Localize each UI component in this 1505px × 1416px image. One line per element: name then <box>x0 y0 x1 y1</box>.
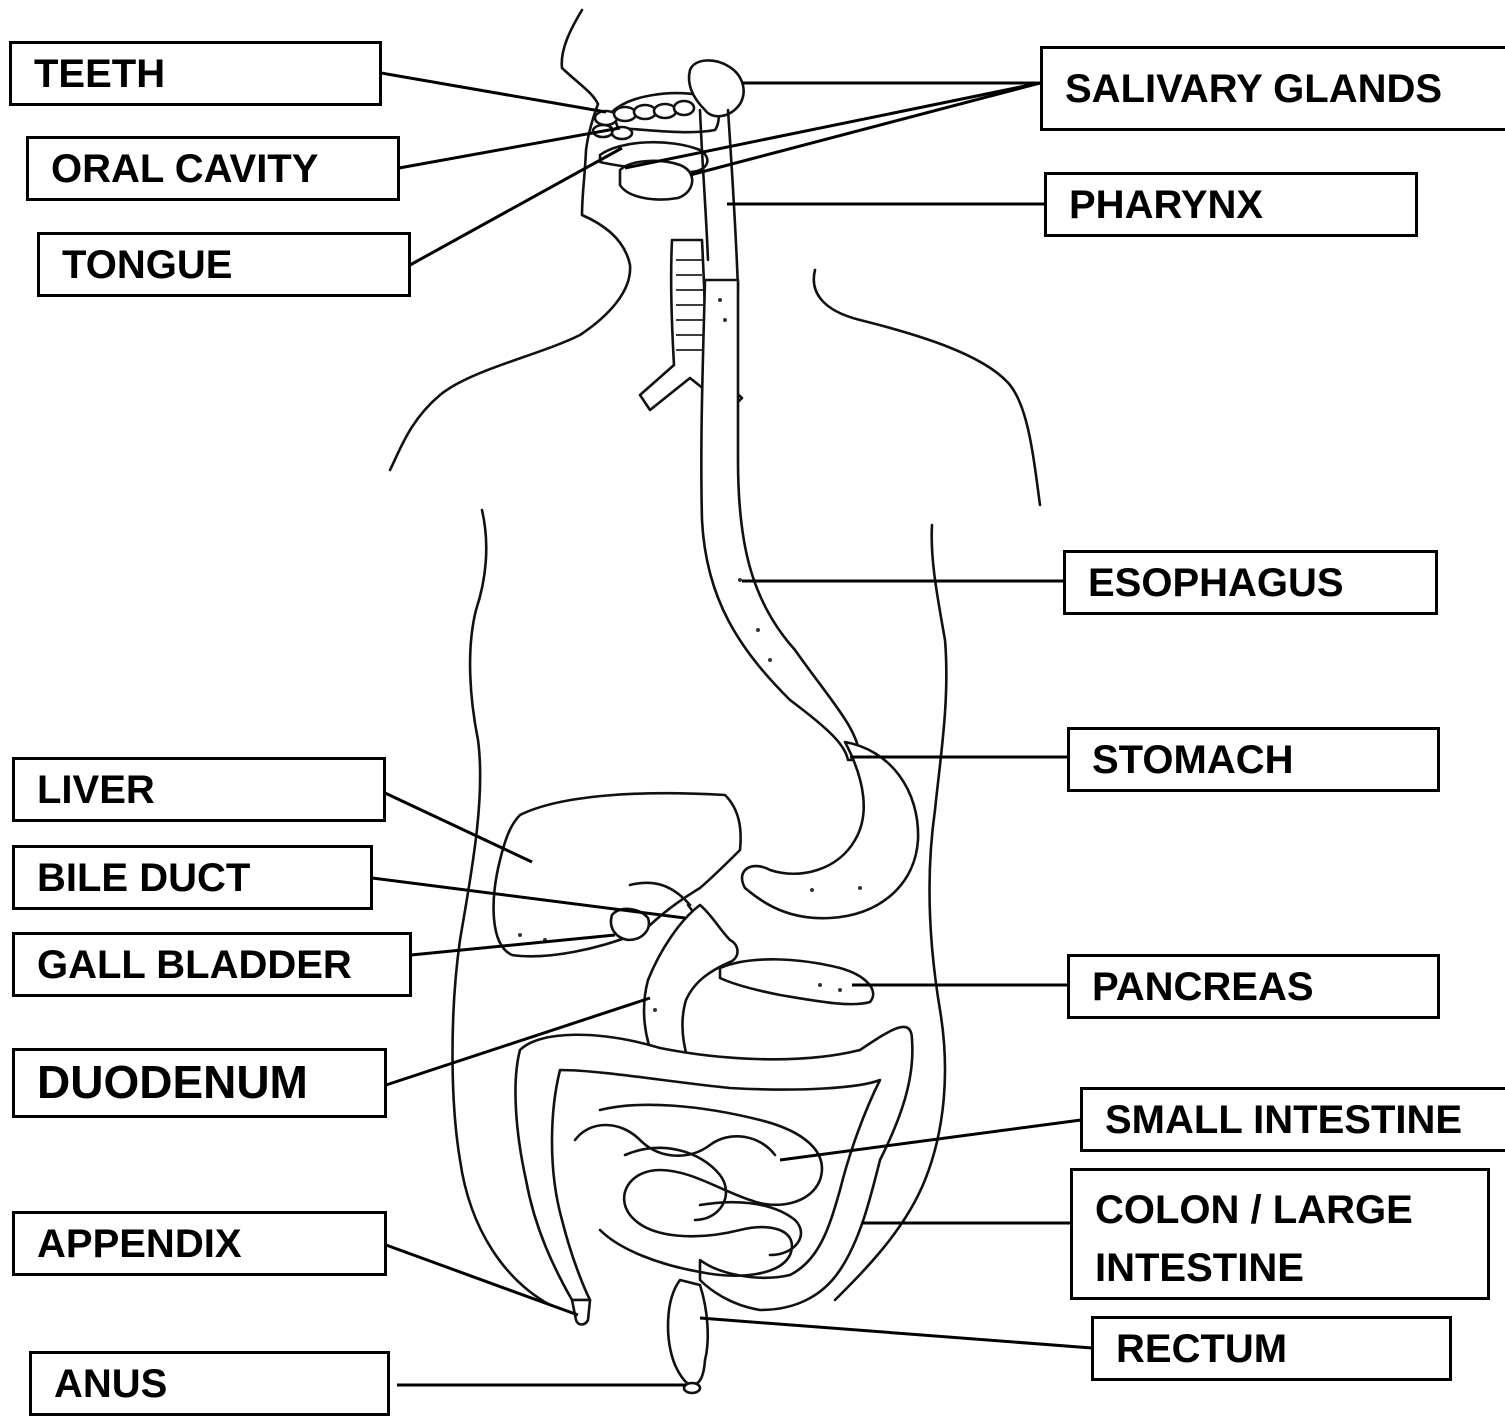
leader-tongue <box>410 148 622 265</box>
label-colon-large-intestine: COLON / LARGE INTESTINE <box>1070 1168 1490 1300</box>
label-liver: LIVER <box>12 757 386 822</box>
label-anus: ANUS <box>29 1351 390 1416</box>
label-colon-line1: COLON / LARGE <box>1095 1181 1413 1239</box>
label-esophagus: ESOPHAGUS <box>1063 550 1438 615</box>
pancreas-shape <box>720 959 873 1004</box>
label-pharynx: PHARYNX <box>1044 172 1418 237</box>
label-small-intestine: SMALL INTESTINE <box>1080 1087 1505 1152</box>
rectum-shape <box>668 1280 708 1385</box>
label-pancreas: PANCREAS <box>1067 954 1440 1019</box>
label-stomach: STOMACH <box>1067 727 1440 792</box>
small-intestine-shape <box>575 1105 822 1276</box>
label-colon-line2: INTESTINE <box>1095 1239 1413 1297</box>
label-duodenum: DUODENUM <box>12 1048 387 1118</box>
label-oral-cavity: ORAL CAVITY <box>26 136 400 201</box>
leader-small-intestine <box>780 1120 1081 1160</box>
label-rectum: RECTUM <box>1091 1316 1452 1381</box>
leader-rectum <box>700 1318 1092 1348</box>
stomach-shape <box>742 742 918 918</box>
duodenum-shape <box>644 905 737 1060</box>
label-salivary-glands: SALIVARY GLANDS <box>1040 46 1505 131</box>
leader-lines <box>372 73 1092 1385</box>
label-gall-bladder: GALL BLADDER <box>12 932 412 997</box>
label-appendix: APPENDIX <box>12 1211 387 1276</box>
mouth-region <box>593 60 744 290</box>
label-bile-duct: BILE DUCT <box>12 845 373 910</box>
pharynx-shape <box>700 110 738 290</box>
label-tongue: TONGUE <box>37 232 411 297</box>
esophagus-shape <box>701 280 860 760</box>
anus-shape <box>684 1383 700 1393</box>
label-teeth: TEETH <box>9 41 382 106</box>
